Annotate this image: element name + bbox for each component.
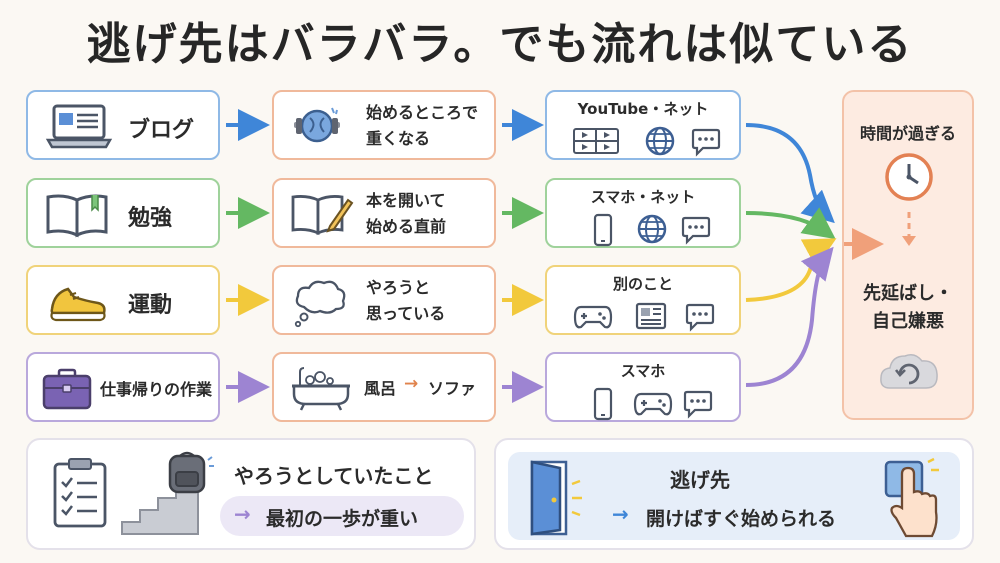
sneaker-icon: [46, 279, 108, 329]
video-grid-icon: [573, 128, 619, 158]
trigger-card-blog: 始めるところで 重くなる: [272, 90, 496, 160]
stairs-backpack-icon: [120, 451, 216, 542]
bottom-left-pill: → 最初の一歩が重い: [220, 496, 464, 536]
bottom-right-pill-text: 開けばすぐ始められる: [646, 508, 837, 530]
clipboard-icon: [52, 458, 108, 532]
page-title: 逃げ先はバラバラ。でも流れは似ている: [86, 19, 914, 70]
bottom-right-bg: [508, 452, 960, 540]
chat-bubble-icon: [683, 390, 713, 422]
door-icon: [530, 460, 584, 540]
situation-label: 運動: [128, 293, 173, 318]
chat-bubble-icon: [681, 216, 711, 248]
escape-card-phone: スマホ: [545, 352, 741, 422]
escape-card-other: 別のこと: [545, 265, 741, 335]
result-in-arrow: [844, 228, 884, 260]
trigger-label-line2: 始める直前: [366, 217, 447, 236]
trigger-label-line1: やろうと: [366, 278, 431, 297]
down-arrow-icon: [902, 212, 916, 246]
escape-card-phone-net: スマホ・ネット: [545, 178, 741, 248]
gamepad-icon: [633, 390, 673, 422]
result-text: 先延ばし・ 自己嫌悪: [844, 280, 972, 336]
result-line2: 自己嫌悪: [872, 311, 944, 332]
gamepad-icon: [573, 303, 613, 335]
escape-label: スマホ・ネット: [590, 188, 696, 206]
clock-icon: [884, 152, 934, 206]
escape-label: スマホ: [620, 362, 666, 380]
book-icon: [44, 192, 110, 242]
result-line1: 先延ばし・: [863, 283, 953, 304]
situation-card-blog: ブログ: [26, 90, 220, 160]
refresh-cloud-icon: [878, 348, 940, 398]
situation-card-exercise: 運動: [26, 265, 220, 335]
laptop-icon: [45, 104, 113, 154]
escape-label: 別のこと: [612, 275, 673, 293]
bottom-left-pill-text: 最初の一歩が重い: [266, 508, 419, 530]
tap-hand-icon: [876, 457, 946, 546]
book-pencil-icon: [290, 192, 354, 242]
thought-cloud-icon: [292, 277, 348, 331]
chat-bubble-icon: [685, 303, 715, 335]
trigger-card-study: 本を開いて 始める直前: [272, 178, 496, 248]
phone-icon: [593, 387, 613, 424]
trigger-arrow: →: [404, 374, 419, 394]
briefcase-icon: [42, 368, 92, 414]
bottom-left-heading: やろうとしていたこと: [234, 464, 434, 488]
bathtub-icon: [290, 366, 352, 416]
right-arrow-icon: →: [612, 502, 629, 526]
bottom-left-panel: やろうとしていたこと → 最初の一歩が重い: [26, 438, 476, 550]
result-box: 時間が過ぎる 先延ばし・ 自己嫌悪: [842, 90, 974, 420]
situation-card-after-work: 仕事帰りの作業: [26, 352, 220, 422]
trigger-label-line1: 始めるところで: [366, 103, 479, 122]
bottom-right-heading: 逃げ先: [670, 468, 730, 492]
trigger-label-b: ソファ: [428, 379, 477, 398]
bottom-right-panel: 逃げ先 → 開けばすぐ始められる: [494, 438, 974, 550]
escape-label: YouTube・ネット: [577, 100, 709, 118]
trigger-label-a: 風呂: [364, 379, 397, 398]
trigger-label-line2: 思っている: [366, 304, 446, 323]
trigger-card-after-work: 風呂 → ソファ: [272, 352, 496, 422]
brain-weight-icon: [292, 104, 342, 154]
trigger-card-exercise: やろうと 思っている: [272, 265, 496, 335]
escape-card-youtube: YouTube・ネット: [545, 90, 741, 160]
trigger-label-line1: 本を開いて: [366, 191, 446, 210]
situation-label: ブログ: [128, 118, 195, 143]
news-icon: [635, 302, 667, 334]
phone-icon: [593, 213, 613, 250]
right-arrow-icon: →: [234, 502, 251, 526]
situation-label: 仕事帰りの作業: [100, 380, 213, 399]
chat-bubble-icon: [691, 128, 721, 160]
trigger-label-line2: 重くなる: [366, 129, 431, 148]
globe-icon: [637, 214, 667, 248]
globe-icon: [645, 126, 675, 160]
result-title: 時間が過ぎる: [859, 124, 956, 143]
situation-card-study: 勉強: [26, 178, 220, 248]
situation-label: 勉強: [128, 206, 173, 231]
